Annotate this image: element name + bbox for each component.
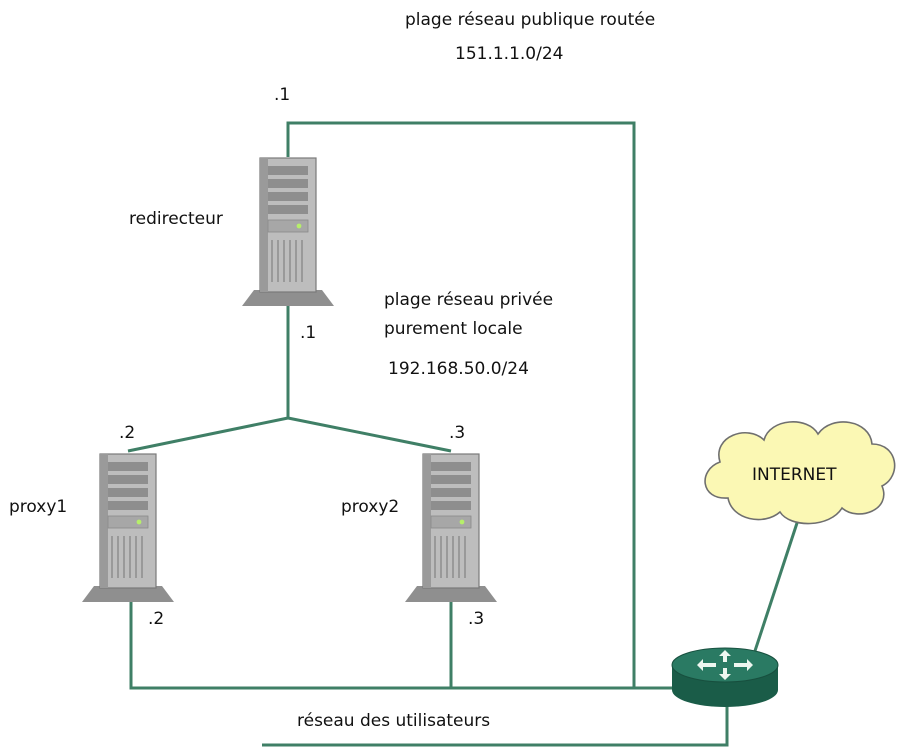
redirecteur-server-icon (241, 157, 335, 307)
proxy1-server-icon (81, 453, 175, 603)
public-network-label: plage réseau publique routée (405, 10, 656, 30)
proxy1-user-ip: .2 (148, 609, 165, 629)
private-network-label-line2: purement locale (384, 319, 523, 339)
redirecteur-public-ip: .1 (274, 85, 291, 105)
private-network-range: 192.168.50.0/24 (388, 359, 529, 379)
proxy2-private-ip: .3 (449, 423, 466, 443)
public-network-range: 151.1.1.0/24 (455, 44, 564, 64)
private-link-proxy2 (287, 416, 452, 453)
private-link-proxy1 (127, 416, 289, 453)
proxy1-user-link (129, 597, 672, 690)
proxy1-private-ip: .2 (119, 423, 136, 443)
proxy2-server-icon (404, 453, 498, 603)
private-network-label-line1: plage réseau privée (384, 290, 554, 310)
redirecteur-label: redirecteur (129, 209, 223, 229)
proxy2-label: proxy2 (341, 497, 400, 517)
user-network-label: réseau des utilisateurs (297, 711, 491, 731)
public-network-link (286, 121, 636, 688)
internet-cloud-icon (704, 421, 896, 525)
router-icon (671, 647, 779, 707)
router-internet-link (750, 519, 800, 661)
router-users-link (262, 705, 729, 747)
internet-label: INTERNET (752, 465, 837, 485)
proxy1-label: proxy1 (9, 497, 68, 517)
redirecteur-private-ip: .1 (300, 323, 317, 343)
proxy2-user-ip: .3 (468, 609, 485, 629)
